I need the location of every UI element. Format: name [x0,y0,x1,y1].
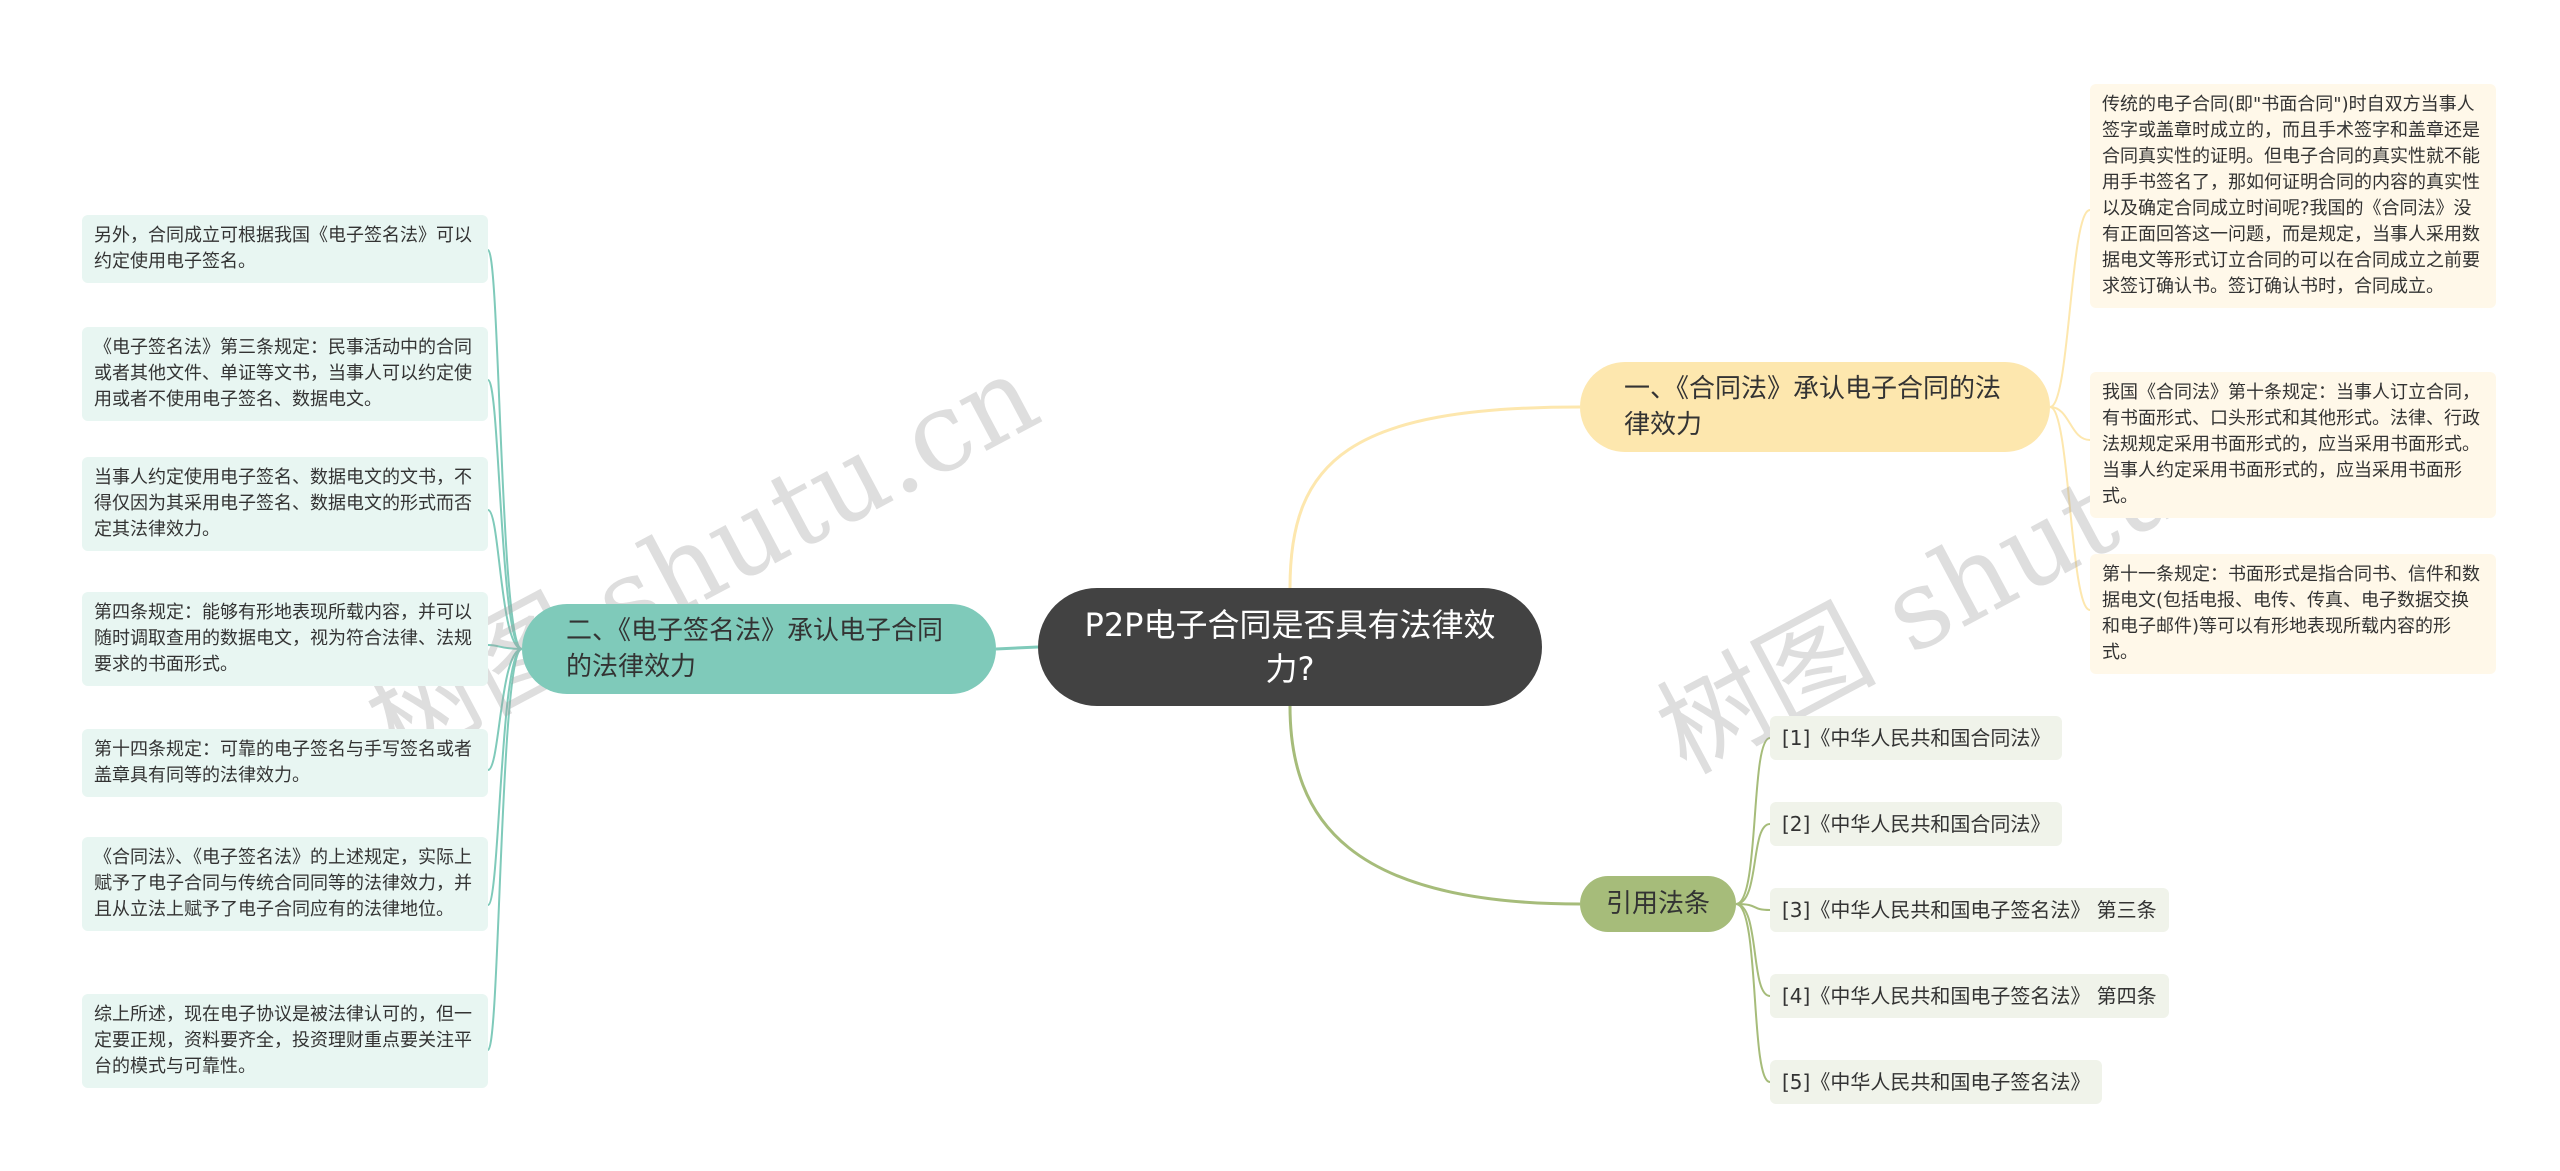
branch-label: 二、《电子签名法》承认电子合同的法律效力 [566,616,944,682]
leaf-esign-law-1[interactable]: 另外，合同成立可根据我国《电子签名法》可以约定使用电子签名。 [82,215,488,283]
leaf-esign-law-3[interactable]: 当事人约定使用电子签名、数据电文的文书，不得仅因为其采用电子签名、数据电文的形式… [82,457,488,551]
leaf-esign-law-2[interactable]: 《电子签名法》第三条规定：民事活动中的合同或者其他文件、单证等文书，当事人可以约… [82,327,488,421]
leaf-esign-law-7[interactable]: 综上所述，现在电子协议是被法律认可的，但一定要正规，资料要齐全，投资理财重点要关… [82,994,488,1088]
central-topic[interactable]: P2P电子合同是否具有法律效力? [1038,588,1542,706]
leaf-contract-law-2[interactable]: 我国《合同法》第十条规定：当事人订立合同，有书面形式、口头形式和其他形式。法律、… [2090,372,2496,518]
reference-item[interactable]: [2]《中华人民共和国合同法》 [1770,802,2063,846]
reference-item[interactable]: [1]《中华人民共和国合同法》 [1770,716,2063,760]
leaf-esign-law-6[interactable]: 《合同法》、《电子签名法》的上述规定，实际上赋予了电子合同与传统合同同等的法律效… [82,837,488,931]
leaf-contract-law-1[interactable]: 传统的电子合同(即"书面合同")时自双方当事人签字或盖章时成立的，而且手术签字和… [2090,84,2496,308]
branch-contract-law[interactable]: 一、《合同法》承认电子合同的法律效力 [1580,362,2050,452]
reference-item[interactable]: [5]《中华人民共和国电子签名法》 [1770,1060,2103,1104]
branch-esign-law[interactable]: 二、《电子签名法》承认电子合同的法律效力 [522,604,996,694]
leaf-contract-law-3[interactable]: 第十一条规定：书面形式是指合同书、信件和数据电文(包括电报、电传、传真、电子数据… [2090,554,2496,674]
reference-item[interactable]: [4]《中华人民共和国电子签名法》 第四条 [1770,974,2169,1018]
reference-item[interactable]: [3]《中华人民共和国电子签名法》 第三条 [1770,888,2169,932]
branch-references[interactable]: 引用法条 [1580,876,1736,932]
leaf-esign-law-5[interactable]: 第十四条规定：可靠的电子签名与手写签名或者盖章具有同等的法律效力。 [82,729,488,797]
branch-label: 引用法条 [1605,889,1710,919]
central-topic-label: P2P电子合同是否具有法律效力? [1084,606,1496,688]
leaf-esign-law-4[interactable]: 第四条规定：能够有形地表现所载内容，并可以随时调取查用的数据电文，视为符合法律、… [82,592,488,686]
branch-label: 一、《合同法》承认电子合同的法律效力 [1624,374,2002,440]
